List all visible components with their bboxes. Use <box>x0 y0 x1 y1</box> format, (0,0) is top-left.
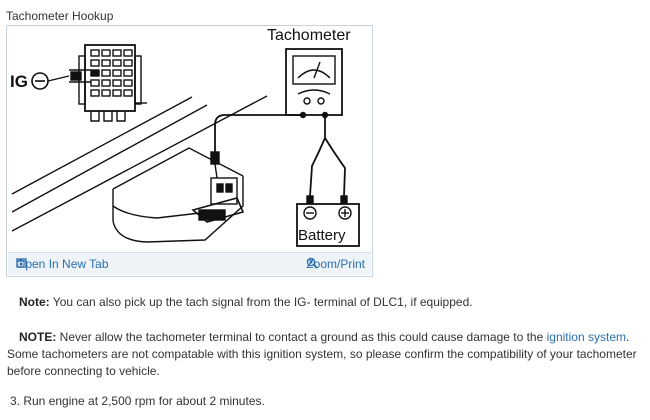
dlc1-connector <box>69 44 142 122</box>
note-warning: NOTE: Never allow the tachometer termina… <box>7 329 639 380</box>
warning-text-before: Never allow the tachometer terminal to c… <box>56 330 547 344</box>
zoom-icon <box>307 257 318 269</box>
new-tab-icon <box>16 258 27 268</box>
step-3: 3. Run engine at 2,500 rpm for about 2 m… <box>10 394 265 408</box>
ig-label: IG <box>10 72 28 91</box>
ignition-system-link[interactable]: ignition system <box>546 330 626 344</box>
figure-container: IG Tachometer <box>6 25 373 277</box>
open-in-new-tab-button[interactable]: Open In New Tab <box>16 257 109 271</box>
tachometer-meter <box>285 48 343 119</box>
warning-text-after: . Some tachometers are not compatable wi… <box>7 330 637 378</box>
zoom-print-label: Zoom/Print <box>306 257 365 271</box>
battery-label: Battery <box>298 227 346 244</box>
warning-label: NOTE: <box>19 330 57 344</box>
figure-caption: Tachometer Hookup <box>6 9 114 23</box>
dlc-terminal-clip <box>191 177 245 223</box>
open-in-new-tab-label: Open In New Tab <box>16 257 109 271</box>
tach-signal-wire <box>214 114 303 154</box>
battery-positive-wire <box>324 137 346 197</box>
tachometer-label: Tachometer <box>267 27 351 44</box>
figure-toolbar: Open In New Tab Zoom/Print <box>8 252 371 275</box>
battery-negative-wire <box>309 115 326 197</box>
tachometer-hookup-diagram: IG Tachometer <box>10 27 360 247</box>
note-text: You can also pick up the tach signal fro… <box>49 295 473 309</box>
note-dlc1: Note: You can also pick up the tach sign… <box>7 294 639 311</box>
vehicle-outline <box>11 95 268 243</box>
note-label: Note: <box>19 295 50 309</box>
zoom-print-button[interactable]: Zoom/Print <box>306 257 365 271</box>
battery <box>296 203 360 247</box>
